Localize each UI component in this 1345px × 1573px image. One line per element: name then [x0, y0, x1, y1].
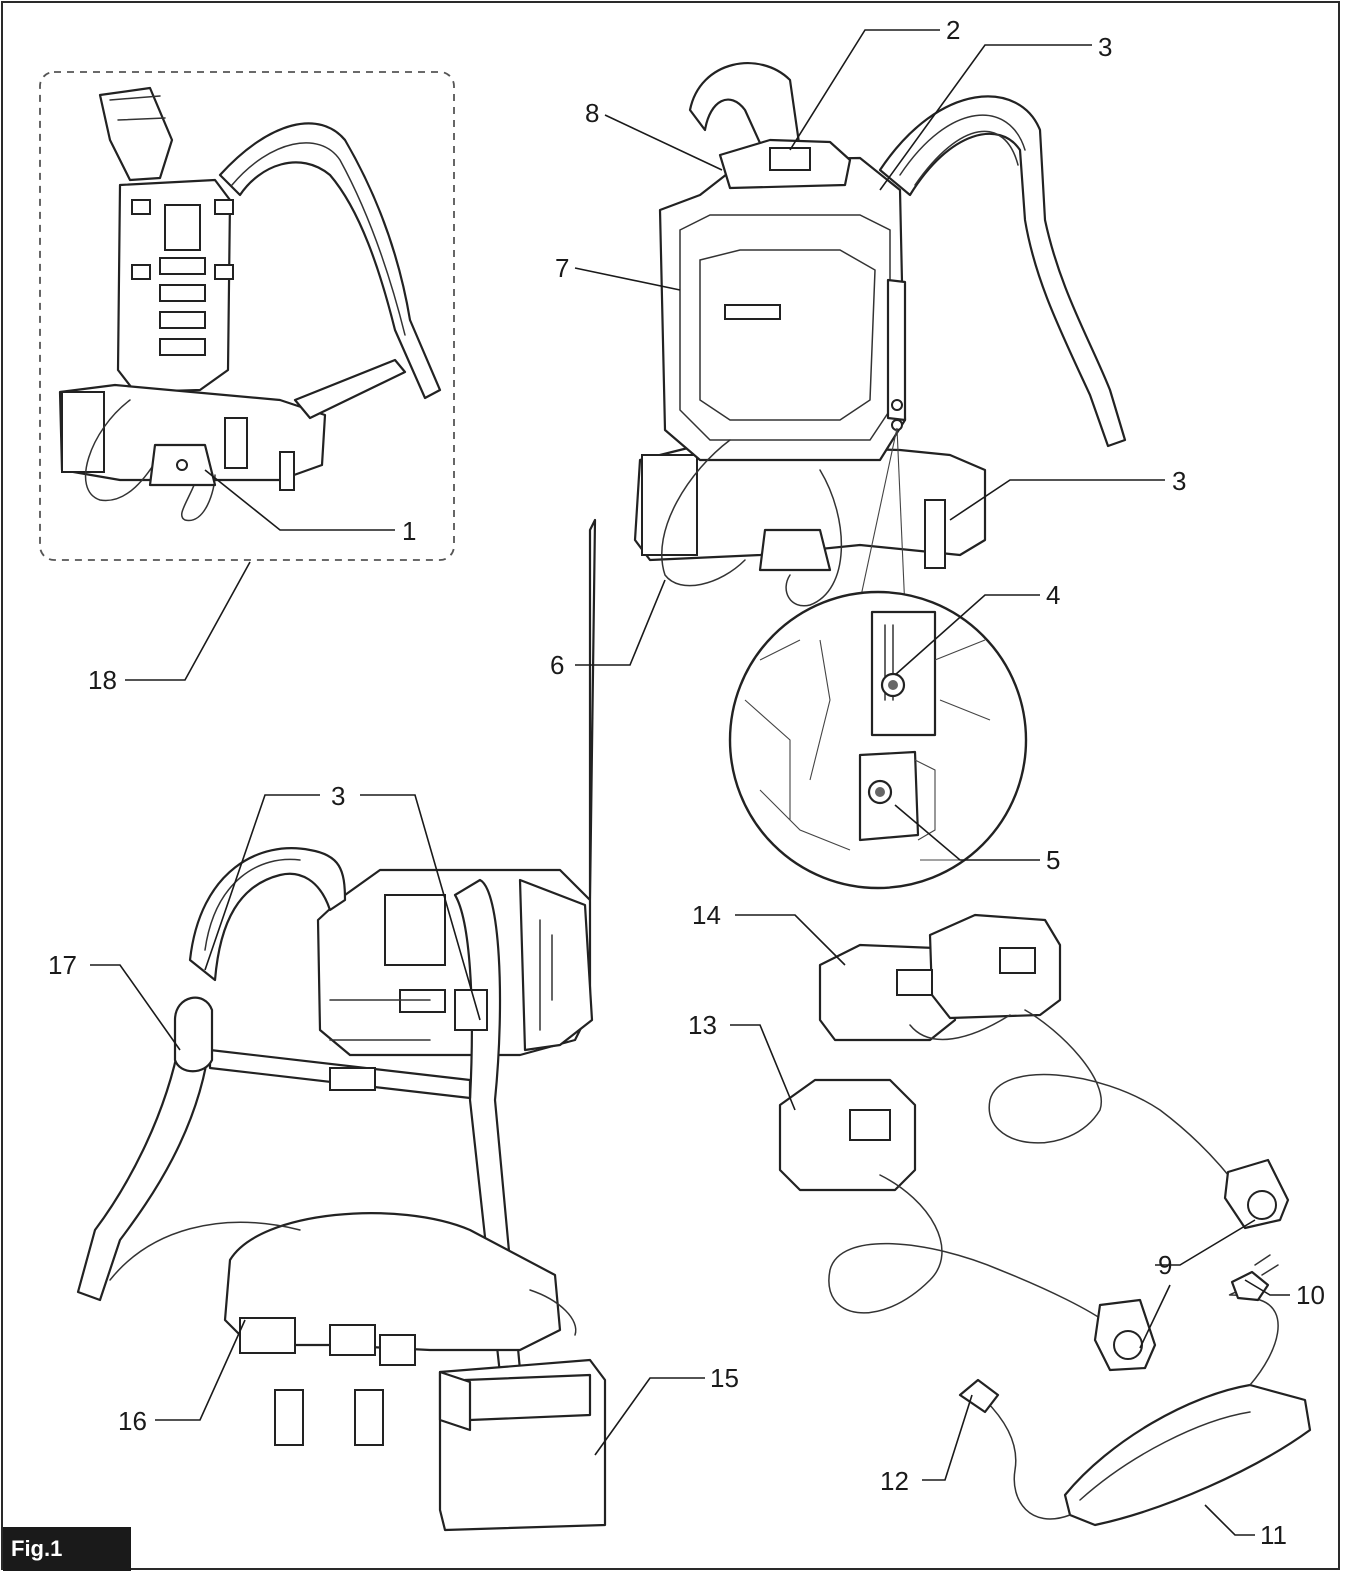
callout-1: 1 [402, 516, 416, 546]
callout-13: 13 [688, 1010, 717, 1040]
charger-adapter [958, 1254, 1312, 1527]
callout-5: 5 [1046, 845, 1060, 875]
callout-9-upper: 9 [1158, 1250, 1172, 1280]
callout-8: 8 [585, 98, 599, 128]
twin-battery-adapter [818, 913, 1290, 1230]
callout-10: 10 [1296, 1280, 1325, 1310]
callout-3-belt: 3 [1172, 466, 1186, 496]
callout-7: 7 [555, 253, 569, 283]
callout-14: 14 [692, 900, 721, 930]
callout-15: 15 [710, 1363, 739, 1393]
callout-11: 11 [1260, 1520, 1287, 1550]
backpack-battery-main [633, 62, 1127, 611]
callout-17: 17 [48, 950, 77, 980]
callout-4: 4 [1046, 580, 1060, 610]
figure-label: Fig.1 [3, 1527, 131, 1571]
callout-3-top: 3 [1098, 32, 1112, 62]
harness-inset [39, 71, 455, 561]
single-battery-adapter [778, 1078, 1157, 1372]
callout-6: 6 [550, 650, 564, 680]
callout-12: 12 [880, 1466, 909, 1496]
callout-labels: 1 18 2 3 8 7 3 6 4 5 14 13 9 10 11 12 15… [48, 15, 1325, 1550]
callout-16: 16 [118, 1406, 147, 1436]
callout-2: 2 [946, 15, 960, 45]
callout-18: 18 [88, 665, 117, 695]
callout-3-rear: 3 [331, 781, 345, 811]
backpack-rear-view [76, 518, 607, 1532]
port-detail-magnifier [728, 590, 1028, 890]
callout-leaders [90, 29, 1290, 1536]
